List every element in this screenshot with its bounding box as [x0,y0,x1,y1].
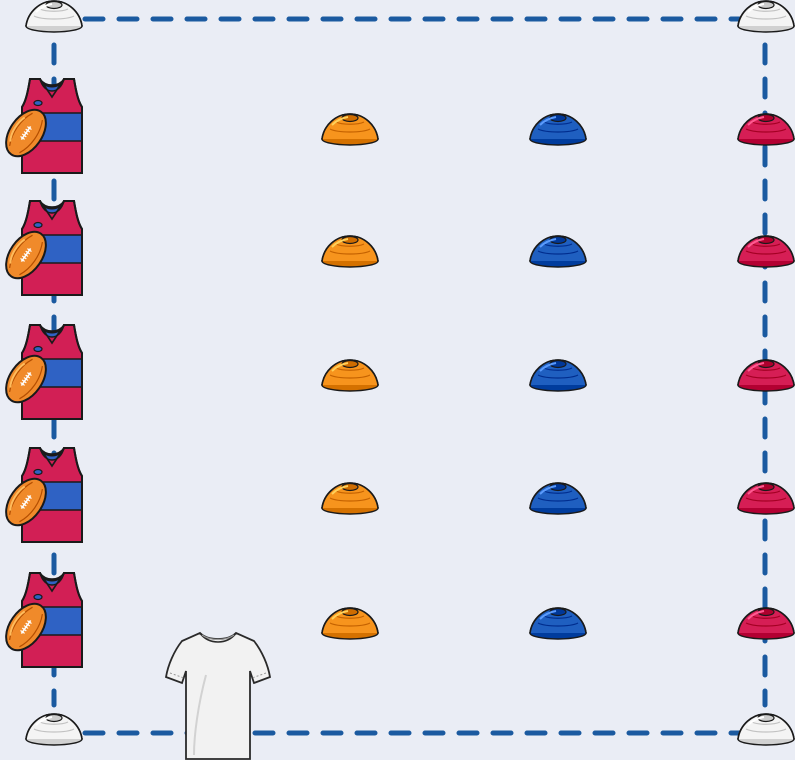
football-icon [5,602,47,652]
jersey-with-ball [5,200,83,296]
white-cone [737,0,795,33]
white-cone [25,0,83,33]
orange-cone [321,359,379,392]
blue-cone [529,359,587,392]
blue-cone [529,235,587,268]
white-tshirt-icon [164,631,272,760]
white-cone [25,713,83,746]
red-cone [737,235,795,268]
jersey-with-ball [5,572,83,668]
football-icon [5,477,47,527]
corner-markers [25,0,795,746]
blue-cone [529,607,587,640]
red-cone [737,607,795,640]
player-column [5,78,83,668]
jersey-with-ball [5,447,83,543]
blue-cone [529,482,587,515]
red-cone [737,359,795,392]
coach-marker [164,631,272,760]
red-cone [737,482,795,515]
football-icon [5,354,47,404]
jersey-with-ball [5,78,83,174]
football-icon [5,230,47,280]
field-boundary [51,16,768,736]
orange-cone [321,607,379,640]
red-cone [737,113,795,146]
football-icon [5,108,47,158]
orange-cone [321,113,379,146]
blue-cone [529,113,587,146]
jersey-with-ball [5,324,83,420]
white-cone [737,713,795,746]
cone-grid [321,113,795,640]
orange-cone [321,482,379,515]
orange-cone [321,235,379,268]
